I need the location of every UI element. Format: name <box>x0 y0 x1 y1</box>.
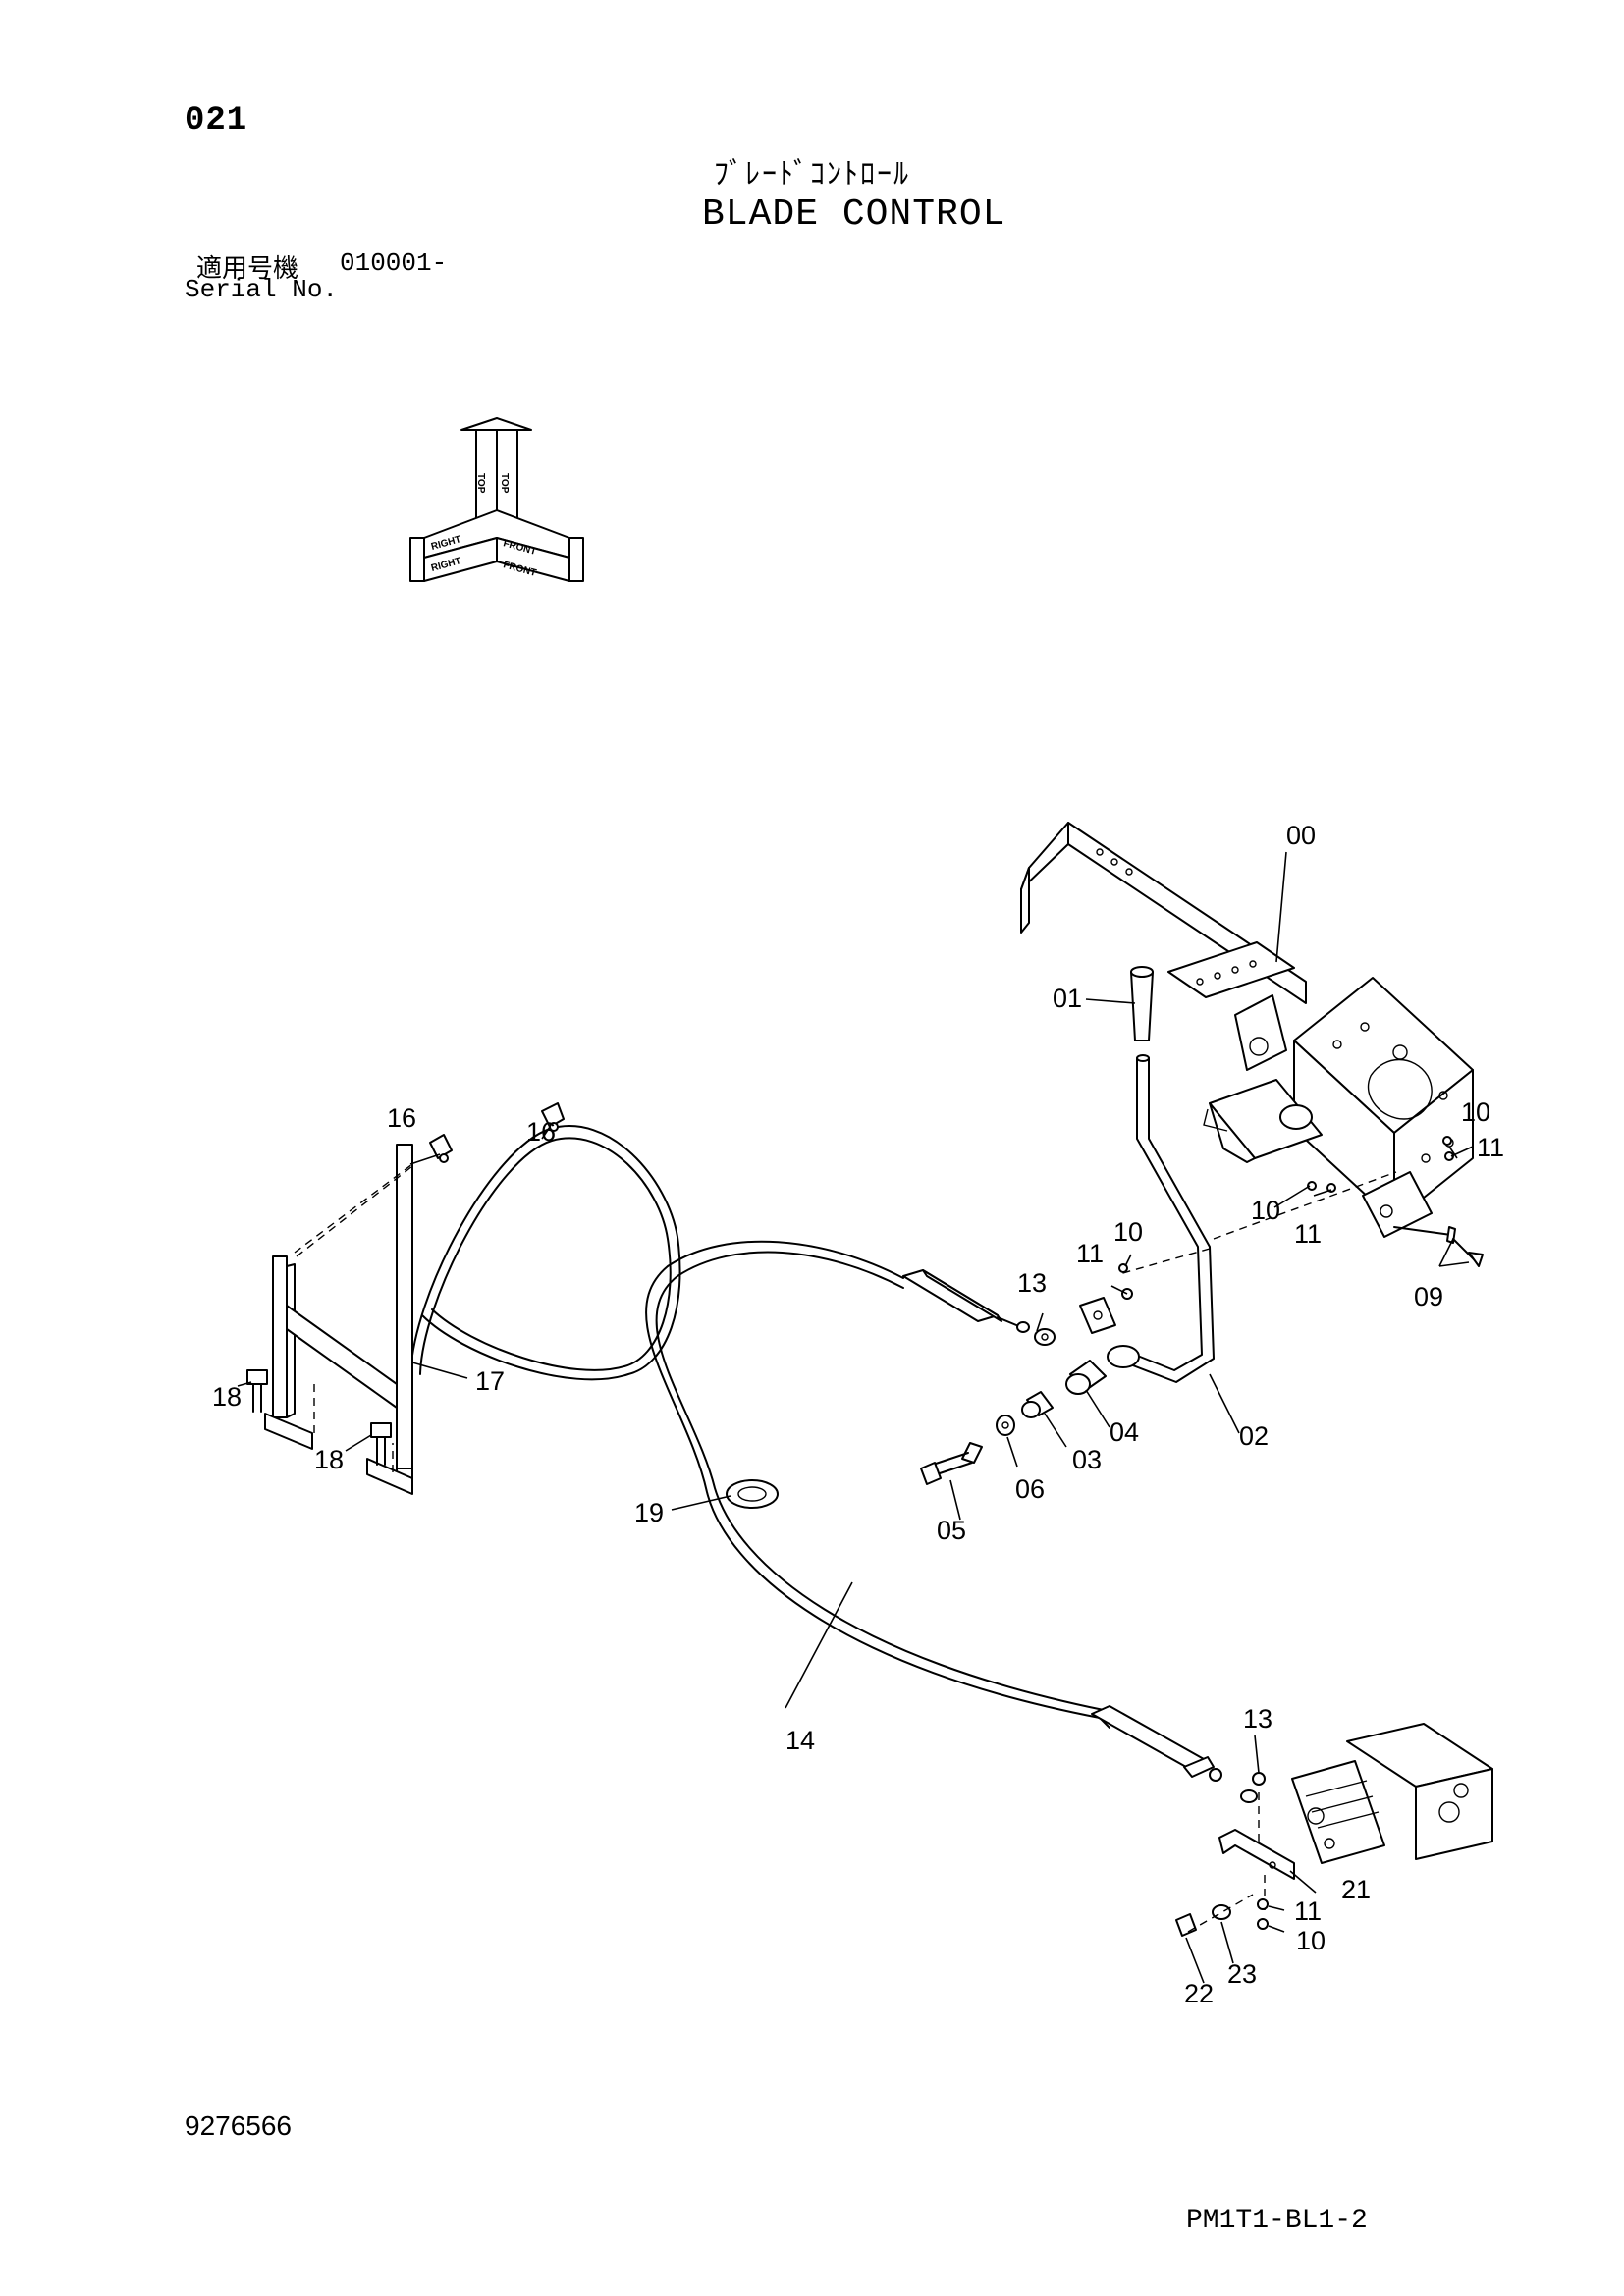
callout-22: 22 <box>1184 1979 1214 2008</box>
callout-13-upper: 13 <box>1017 1268 1047 1298</box>
callout-11-lever: 11 <box>1076 1239 1104 1268</box>
alignment-line <box>1213 1171 1397 1240</box>
document-number: 9276566 <box>185 2110 293 2141</box>
callout-10-middle: 10 <box>1251 1196 1280 1225</box>
callout-10-lower: 10 <box>1296 1926 1326 1955</box>
callout-09: 09 <box>1414 1282 1443 1311</box>
callout-02: 02 <box>1239 1421 1269 1451</box>
control-valve <box>1175 1723 1493 1937</box>
cable-clamps <box>429 1102 565 1163</box>
upper-cable-end <box>902 1263 1133 1346</box>
serial-number-range: 010001- <box>340 248 448 278</box>
lower-cable-end <box>1091 1705 1266 1803</box>
callout-11-middle: 11 <box>1294 1219 1322 1249</box>
callout-01: 01 <box>1053 984 1082 1013</box>
callout-19: 19 <box>634 1498 664 1527</box>
page-code: PM1T1-BL1-2 <box>1186 2206 1368 2236</box>
callout-16-right: 16 <box>526 1117 556 1147</box>
support-frame <box>246 1144 413 1495</box>
axis-label-top: TOP <box>475 473 486 494</box>
callout-04: 04 <box>1110 1417 1139 1447</box>
bracket-bolts <box>1307 1136 1484 1267</box>
callout-10-lever: 10 <box>1113 1217 1143 1247</box>
control-lever <box>1107 1054 1215 1383</box>
callout-13-lower: 13 <box>1243 1704 1272 1734</box>
callout-14: 14 <box>785 1726 815 1755</box>
alignment-line <box>1118 1248 1211 1275</box>
callout-05: 05 <box>937 1516 966 1545</box>
callout-17: 17 <box>475 1366 505 1396</box>
page-number: 021 <box>185 102 248 139</box>
orientation-indicator: TOP TOP RIGHT RIGHT FRONT FRONT <box>409 417 584 582</box>
callout-21: 21 <box>1341 1875 1371 1904</box>
callout-18-left: 18 <box>212 1382 242 1412</box>
callout-16-left: 16 <box>387 1103 416 1133</box>
axis-label-top-2: TOP <box>499 473 510 494</box>
callout-11-lower: 11 <box>1294 1896 1322 1926</box>
callout-10-upper: 10 <box>1461 1097 1490 1127</box>
lever-hardware <box>920 1360 1107 1485</box>
serial-label-japanese: 適用号機 <box>196 253 299 283</box>
callout-numbers: 00 01 02 03 04 05 06 09 10 11 10 11 11 1… <box>212 821 1504 2008</box>
leader-lines <box>237 851 1474 1984</box>
callout-23: 23 <box>1227 1959 1257 1989</box>
callout-03: 03 <box>1072 1445 1102 1474</box>
control-knob <box>1130 966 1154 1041</box>
callout-11-upper: 11 <box>1477 1133 1504 1162</box>
control-cable <box>409 1125 1110 1729</box>
serial-label-english: Serial No. <box>185 275 339 304</box>
callout-18-right: 18 <box>314 1445 344 1474</box>
blade-control-bracket <box>1020 822 1474 1238</box>
title-english: BLADE CONTROL <box>702 193 1006 236</box>
callout-06: 06 <box>1015 1474 1045 1504</box>
callout-00: 00 <box>1286 821 1316 850</box>
alignment-line <box>296 1165 413 1257</box>
title-japanese: ﾌﾞﾚｰﾄﾞｺﾝﾄﾛｰﾙ <box>714 158 910 190</box>
